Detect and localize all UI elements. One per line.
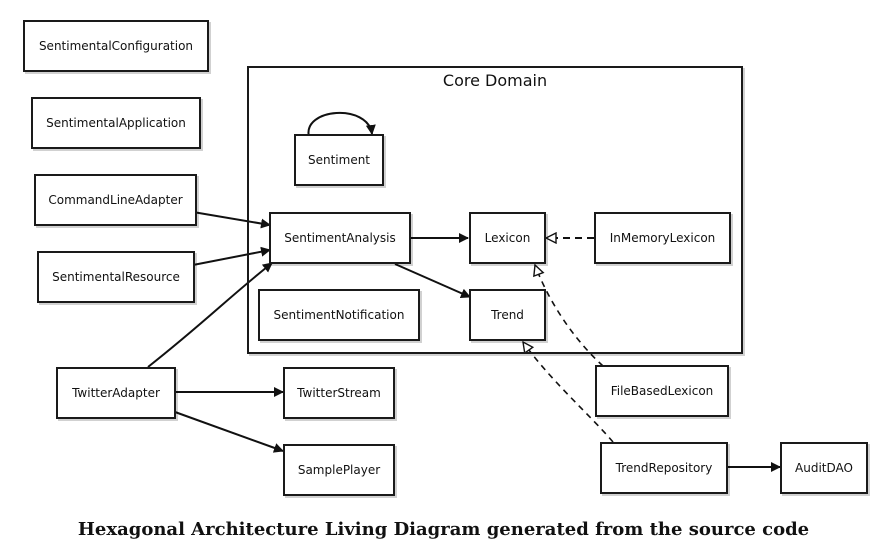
node-sentimental-application: SentimentalApplication: [31, 97, 201, 149]
node-audit-dao: AuditDAO: [780, 442, 868, 494]
edge-twitteradapter-sentimentanalysis: [147, 262, 273, 368]
figure-caption: Hexagonal Architecture Living Diagram ge…: [77, 519, 810, 540]
edge-twitteradapter-sampleplayer: [174, 411, 284, 453]
node-sentiment-notification: SentimentNotification: [258, 289, 420, 341]
node-file-based-lexicon: FileBasedLexicon: [595, 365, 729, 417]
edge-commandlineadapter-sentimentanalysis: [192, 211, 271, 229]
node-sentiment: Sentiment: [294, 134, 384, 186]
node-lexicon: Lexicon: [469, 212, 546, 264]
node-sentimental-configuration: SentimentalConfiguration: [23, 20, 209, 72]
node-sentiment-analysis: SentimentAnalysis: [269, 212, 411, 264]
core-domain-title: Core Domain: [442, 71, 548, 90]
edge-sentimentanalysis-trend: [394, 263, 471, 298]
node-sentimental-resource: SentimentalResource: [37, 251, 195, 303]
node-trend-repository: TrendRepository: [600, 442, 728, 494]
node-trend: Trend: [469, 289, 546, 341]
node-in-memory-lexicon: InMemoryLexicon: [594, 212, 731, 264]
core-domain-container: Core Domain: [247, 66, 743, 354]
node-twitter-stream: TwitterStream: [283, 367, 395, 419]
edge-trendrepository-trend: [523, 342, 614, 443]
edge-sentiment-self: [307, 112, 376, 138]
edge-sentimentalresource-sentimentanalysis: [192, 246, 271, 266]
node-sample-player: SamplePlayer: [283, 444, 395, 496]
node-command-line-adapter: CommandLineAdapter: [34, 174, 197, 226]
node-twitter-adapter: TwitterAdapter: [56, 367, 176, 419]
edge-filebasedlexicon-lexicon: [535, 265, 604, 367]
